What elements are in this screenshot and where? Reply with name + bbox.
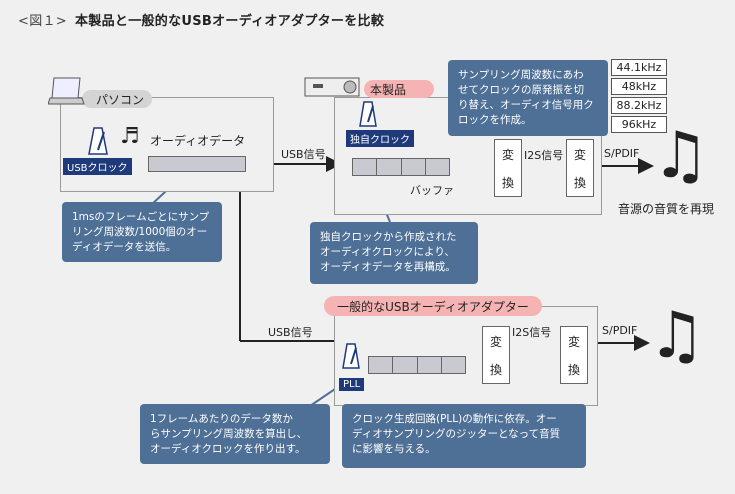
generic-label-text: 一般的なUSBオーディオアダプター (337, 299, 529, 314)
freq-88k: 88.2kHz (611, 97, 667, 114)
pc-data-bar (148, 156, 246, 172)
generic-left-callout: 1フレームあたりのデータ数か らサンプリング周波数を算出し、 オーディオクロック… (140, 404, 330, 464)
music-note-icon: ♬ (120, 124, 140, 149)
product-mid-callout: 独自クロックから作成された オーディオクロックにより、 オーディオデータを再構成… (310, 222, 478, 284)
product-converter-2: 変換 (566, 139, 594, 197)
pc-callout: 1msのフレームごとにサンプ リング周波数/1000個のオー ディオデータを送信… (62, 202, 222, 262)
product-usb-signal-label: USB信号 (281, 148, 326, 161)
product-buffer (352, 158, 450, 176)
generic-usb-signal-label: USB信号 (268, 326, 313, 339)
audio-data-label: オーディオデータ (150, 134, 246, 148)
pc-label: パソコン (82, 90, 152, 108)
product-result-label: 音源の音質を再現 (618, 202, 715, 216)
generic-spdif-label: S/PDIF (602, 324, 638, 337)
device-icon (304, 77, 360, 97)
product-music-note-icon: ♫ (652, 119, 710, 193)
figure-title-text: 本製品と一般的なUSBオーディオアダプターを比較 (75, 14, 385, 29)
product-label: 本製品 (364, 80, 434, 98)
generic-converter-2: 変換 (560, 326, 588, 384)
generic-label: 一般的なUSBオーディオアダプター (324, 296, 542, 316)
product-metronome-icon (359, 101, 377, 127)
product-spdif-label: S/PDIF (604, 147, 640, 160)
product-clock-badge: 独自クロック (346, 130, 414, 147)
generic-buffer (368, 356, 466, 374)
generic-music-note-icon: ♫ (648, 299, 706, 373)
generic-right-callout: クロック生成回路(PLL)の動作に依存。オー ディオサンプリングのジッターとなっ… (342, 404, 586, 468)
buffer-label: バッファ (410, 184, 454, 197)
pc-clock-badge: USBクロック (63, 158, 132, 175)
freq-44k: 44.1kHz (611, 59, 667, 76)
product-label-text: 本製品 (370, 82, 407, 97)
metronome-icon (88, 127, 108, 155)
laptop-icon (48, 77, 85, 105)
pc-label-text: パソコン (96, 92, 145, 107)
product-converter-1: 変換 (494, 139, 522, 197)
figure-number: <図１> (18, 14, 67, 29)
freq-96k: 96kHz (611, 116, 667, 133)
product-i2s-label: I2S信号 (524, 149, 564, 162)
figure-title: <図１> 本製品と一般的なUSBオーディオアダプターを比較 (18, 10, 384, 29)
generic-converter-1: 変換 (482, 326, 510, 384)
generic-pll-badge: PLL (339, 378, 365, 391)
generic-metronome-icon (342, 343, 360, 369)
product-top-callout: サンプリング周波数にあわ せてクロックの原発振を切 り替え、オーディオ信号用ク … (448, 60, 608, 136)
generic-i2s-label: I2S信号 (512, 326, 552, 339)
freq-48k: 48kHz (611, 78, 667, 95)
